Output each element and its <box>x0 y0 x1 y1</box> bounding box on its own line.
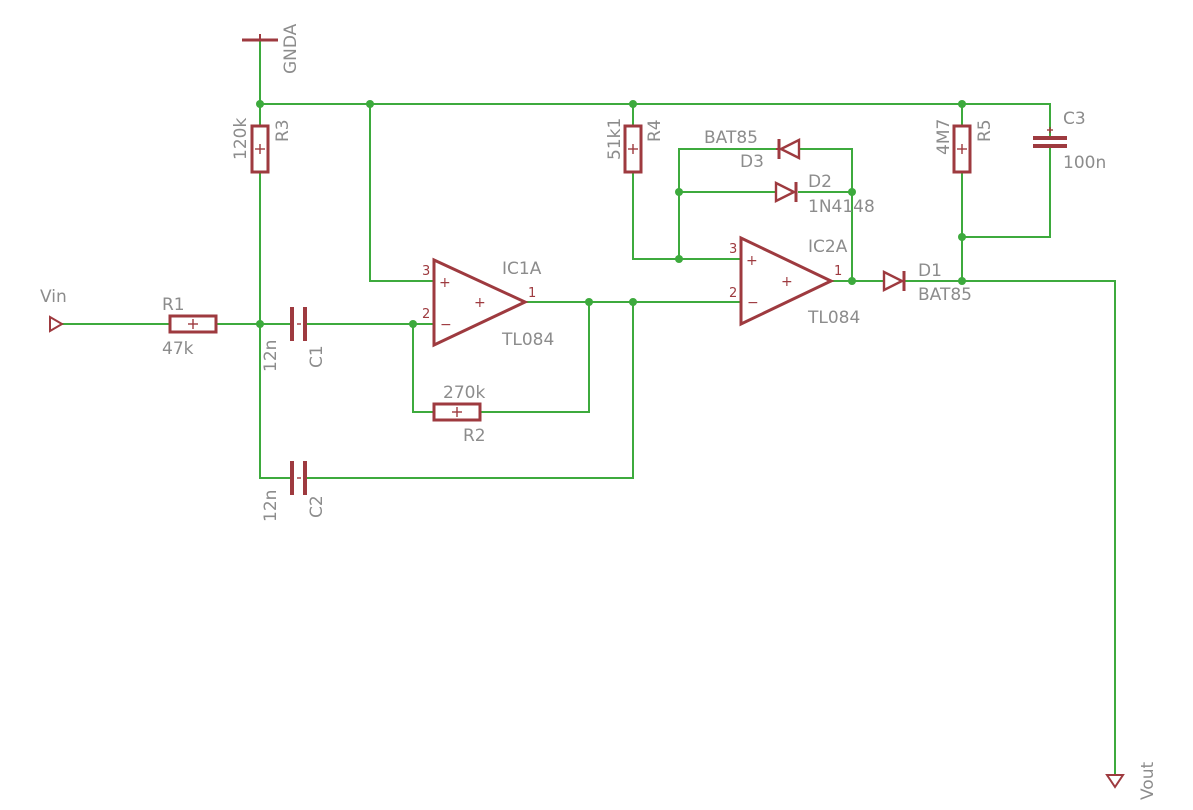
junction-dot <box>585 298 593 306</box>
vin-port: Vin <box>40 287 67 333</box>
junction-dot <box>409 320 417 328</box>
ic2-name: IC2A <box>808 237 848 257</box>
c1-name: C1 <box>307 345 327 368</box>
ic1-minus-sign: − <box>440 317 452 333</box>
opamp-ic1a: + − + 3 2 1 IC1A TL084 <box>422 257 554 350</box>
c1-value: 12n <box>261 340 281 372</box>
junction-dot <box>366 100 374 108</box>
wire-ic1-plus <box>369 103 434 282</box>
ic1-pin-plus: 3 <box>422 264 430 279</box>
r2-value: 270k <box>443 383 485 403</box>
ic1-name: IC1A <box>502 259 542 279</box>
junction-dot <box>958 233 966 241</box>
wire-r3-bottom <box>259 171 281 479</box>
gnd-label: GNDA <box>281 23 301 74</box>
d3-name: D3 <box>740 152 764 172</box>
wire-r2-right <box>479 301 590 413</box>
vin-label: Vin <box>40 287 67 307</box>
wire-d3-right <box>798 148 853 282</box>
resistor-r2: 270k R2 <box>432 383 486 446</box>
r2-name: R2 <box>463 426 486 446</box>
ic2-pin-plus: 3 <box>729 242 737 257</box>
junction-dot <box>958 277 966 285</box>
junction-dot <box>848 277 856 285</box>
ic1-center-plus: + <box>474 295 486 311</box>
c3-name: C3 <box>1063 109 1086 129</box>
c3-value: 100n <box>1063 153 1106 173</box>
junction-dot <box>629 100 637 108</box>
junctions <box>256 100 966 328</box>
r1-name: R1 <box>162 295 185 315</box>
capacitor-c1: 12n C1 <box>261 307 327 372</box>
ic2-center-plus: + <box>781 274 793 290</box>
wire-top-rail <box>259 103 1051 131</box>
junction-dot <box>958 100 966 108</box>
c2-name: C2 <box>307 495 327 518</box>
r3-name: R3 <box>273 119 293 142</box>
resistor-r4: 51k1 R4 <box>605 118 665 174</box>
ic1-pin-minus: 2 <box>422 307 430 322</box>
capacitor-c3: C3 100n <box>1033 109 1106 173</box>
r3-value: 120k <box>231 118 251 160</box>
vout-label: Vout <box>1138 762 1158 800</box>
ic2-minus-sign: − <box>747 295 759 311</box>
r1-value: 47k <box>162 339 194 359</box>
junction-dot <box>675 188 683 196</box>
ground-symbol: GNDA <box>242 23 301 74</box>
wire-d1-out <box>905 280 1116 776</box>
ic1-plus-sign: + <box>439 275 451 291</box>
ic1-pin-out: 1 <box>528 286 536 301</box>
wire-r4-bottom <box>632 171 742 260</box>
ic2-value: TL084 <box>807 308 860 328</box>
resistor-r5: 4M7 R5 <box>934 119 995 174</box>
d2-name: D2 <box>808 172 832 192</box>
ic2-pin-out: 1 <box>834 264 842 279</box>
junction-dot <box>629 298 637 306</box>
wire-r2-left <box>412 323 435 413</box>
diode-d2: D2 1N4148 <box>774 172 875 217</box>
r5-value: 4M7 <box>934 119 954 155</box>
opamp-ic2a: + − + 3 2 1 IC2A TL084 <box>729 235 860 328</box>
r5-name: R5 <box>975 119 995 142</box>
r4-name: R4 <box>645 119 665 142</box>
ic1-value: TL084 <box>501 330 554 350</box>
junction-dot <box>256 320 264 328</box>
vout-port: Vout <box>1105 762 1158 800</box>
junction-dot <box>848 188 856 196</box>
capacitor-c2: 12n C2 <box>261 461 327 522</box>
junction-dot <box>256 100 264 108</box>
diode-d3: BAT85 D3 <box>704 128 801 172</box>
d3-value: BAT85 <box>704 128 758 148</box>
wire-c2-return <box>317 301 634 479</box>
d1-name: D1 <box>918 261 942 281</box>
resistor-r1: R1 47k <box>162 295 218 359</box>
r4-value: 51k1 <box>605 118 625 160</box>
d1-value: BAT85 <box>918 285 972 305</box>
ic2-plus-sign: + <box>746 253 758 269</box>
ic2-pin-minus: 2 <box>729 286 737 301</box>
diode-d1: D1 BAT85 <box>882 261 972 305</box>
resistor-r3: 120k R3 <box>231 118 293 174</box>
c2-value: 12n <box>261 490 281 522</box>
d2-value: 1N4148 <box>808 197 875 217</box>
wires <box>61 39 1116 776</box>
wire-c3-bottom <box>961 171 1051 238</box>
junction-dot <box>675 255 683 263</box>
